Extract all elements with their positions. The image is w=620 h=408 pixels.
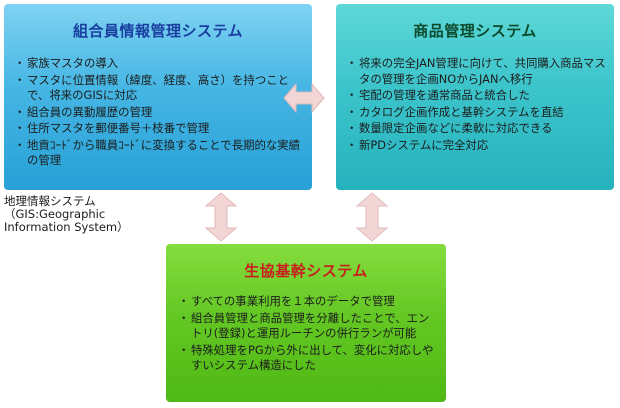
core-system-box: 生協基幹システム すべての事業利用を１本のデータで管理 組合員管理と商品管理を分…	[166, 244, 446, 402]
list-item: すべての事業利用を１本のデータで管理	[178, 294, 440, 310]
list-item: 数量限定企画などに柔軟に対応できる	[346, 121, 608, 137]
list-item: 組合員管理と商品管理を分離したことで、エントリ(登録)と運用ルーチンの併行ランが…	[178, 311, 440, 342]
product-management-system-list: 将来の完全JAN管理に向けて、共同購入商品マスタの管理を企画NOからJANへ移行…	[346, 56, 608, 154]
list-item: 家族マスタの導入	[14, 56, 304, 72]
arrow-shape	[355, 192, 389, 242]
list-item: 将来の完全JAN管理に向けて、共同購入商品マスタの管理を企画NOからJANへ移行	[346, 56, 608, 87]
member-info-system-list: 家族マスタの導入 マスタに位置情報（緯度、経度、高さ）を持つことで、将来のGIS…	[14, 56, 304, 170]
vertical-double-arrow-right-icon	[355, 192, 389, 242]
list-item: 組合員の異動履歴の管理	[14, 105, 304, 121]
list-item: カタログ企画作成と基幹システムを直結	[346, 105, 608, 121]
arrow-shape	[204, 192, 238, 242]
member-info-system-box: 組合員情報管理システム 家族マスタの導入 マスタに位置情報（緯度、経度、高さ）を…	[4, 4, 312, 190]
list-item: マスタに位置情報（緯度、経度、高さ）を持つことで、将来のGISに対応	[14, 73, 304, 104]
list-item: 新PDシステムに完全対応	[346, 138, 608, 154]
gis-label: 地理情報システム （GIS:Geographic Information Sys…	[4, 194, 129, 234]
horizontal-double-arrow-icon	[283, 82, 325, 114]
core-system-title: 生協基幹システム	[244, 262, 368, 280]
member-info-system-title: 組合員情報管理システム	[72, 22, 244, 40]
vertical-double-arrow-left-icon	[204, 192, 238, 242]
arrow-shape	[283, 82, 325, 114]
list-item: 住所マスタを郵便番号＋枝番で管理	[14, 121, 304, 137]
product-management-system-title: 商品管理システム	[413, 22, 537, 40]
product-management-system-box: 商品管理システム 将来の完全JAN管理に向けて、共同購入商品マスタの管理を企画N…	[336, 4, 614, 190]
core-system-list: すべての事業利用を１本のデータで管理 組合員管理と商品管理を分離したことで、エン…	[178, 294, 440, 375]
list-item: 特殊処理をPGから外に出して、変化に対応しやすいシステム構造にした	[178, 343, 440, 374]
list-item: 地貢ｺｰﾄﾞから職員ｺｰﾄﾞに変換することで長期的な実績の管理	[14, 138, 304, 169]
list-item: 宅配の管理を通常商品と統合した	[346, 88, 608, 104]
